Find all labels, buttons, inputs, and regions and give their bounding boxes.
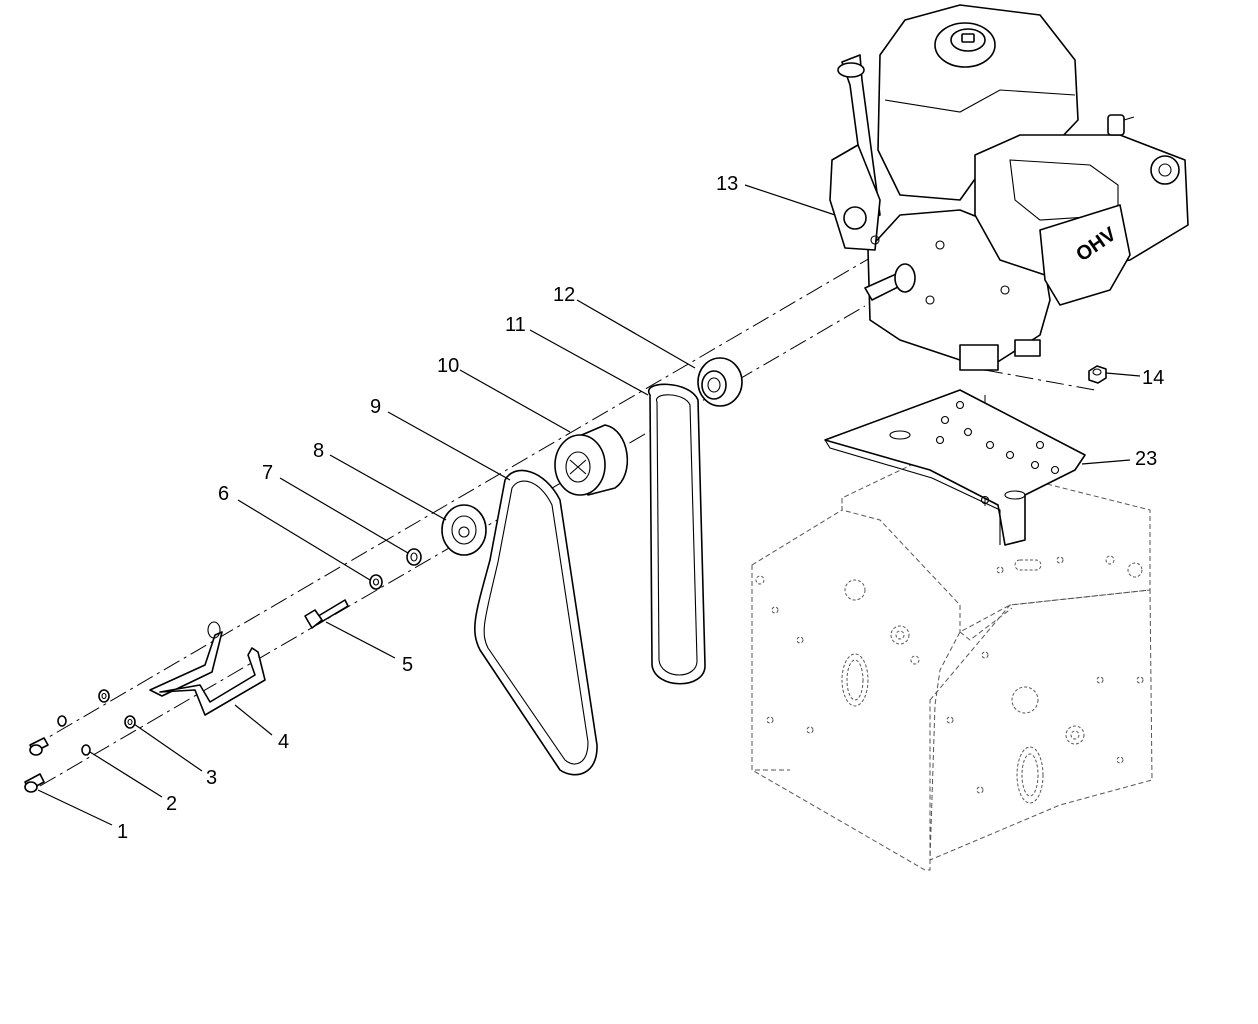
leader-13 bbox=[744, 184, 836, 216]
callout-5: 5 bbox=[402, 654, 413, 676]
callout-6: 6 bbox=[218, 483, 229, 505]
washer-part-3-upper bbox=[98, 689, 110, 703]
screw-part-1-upper bbox=[29, 737, 49, 756]
leader-3 bbox=[133, 723, 203, 772]
leader-10 bbox=[459, 369, 571, 433]
leader-1 bbox=[37, 789, 113, 826]
engine-part-13: OHV bbox=[829, 4, 1189, 371]
callout-1: 1 bbox=[117, 821, 128, 843]
pulley-part-8 bbox=[441, 504, 487, 556]
leader-5 bbox=[325, 621, 396, 659]
callout-10: 10 bbox=[437, 355, 459, 377]
callout-8: 8 bbox=[313, 440, 324, 462]
leader-23 bbox=[1081, 459, 1131, 465]
washer-part-7 bbox=[406, 548, 422, 566]
leader-11 bbox=[529, 329, 649, 396]
callout-4: 4 bbox=[278, 731, 289, 753]
leader-4 bbox=[234, 704, 273, 736]
leader-lines bbox=[37, 184, 1141, 826]
callout-12: 12 bbox=[553, 284, 575, 306]
screw-part-1 bbox=[24, 773, 45, 793]
callout-labels: 1 2 3 4 5 6 7 8 9 10 11 12 13 14 23 bbox=[117, 173, 1164, 843]
nut-part-14 bbox=[1088, 365, 1107, 384]
belt-part-11 bbox=[647, 383, 706, 685]
lock-washer-part-2 bbox=[81, 744, 91, 756]
pulley-adapter-part-12 bbox=[697, 357, 743, 407]
leader-7 bbox=[279, 477, 409, 554]
leader-9 bbox=[387, 411, 511, 481]
leader-2 bbox=[89, 751, 163, 798]
callout-2: 2 bbox=[166, 793, 177, 815]
drive-pulley-part-10 bbox=[554, 424, 629, 496]
leader-6 bbox=[237, 499, 371, 581]
lock-washer-part-2-upper bbox=[57, 715, 67, 727]
callout-23: 23 bbox=[1135, 448, 1157, 470]
lock-washer-part-6 bbox=[369, 574, 383, 590]
leader-14 bbox=[1105, 372, 1141, 377]
leader-8 bbox=[329, 454, 447, 521]
washer-part-3 bbox=[124, 715, 136, 729]
bolt-part-5 bbox=[304, 599, 349, 629]
callout-14: 14 bbox=[1142, 367, 1164, 389]
callout-9: 9 bbox=[370, 396, 381, 418]
mounting-plate-part-23 bbox=[824, 389, 1086, 546]
callout-13: 13 bbox=[716, 173, 738, 195]
belt-part-9 bbox=[474, 469, 598, 776]
callout-3: 3 bbox=[206, 767, 217, 789]
callout-7: 7 bbox=[262, 462, 273, 484]
leader-12 bbox=[576, 299, 696, 369]
housing-frame-phantom bbox=[751, 454, 1153, 871]
callout-11: 11 bbox=[505, 314, 526, 336]
belt-guide-part-4 bbox=[149, 621, 266, 716]
